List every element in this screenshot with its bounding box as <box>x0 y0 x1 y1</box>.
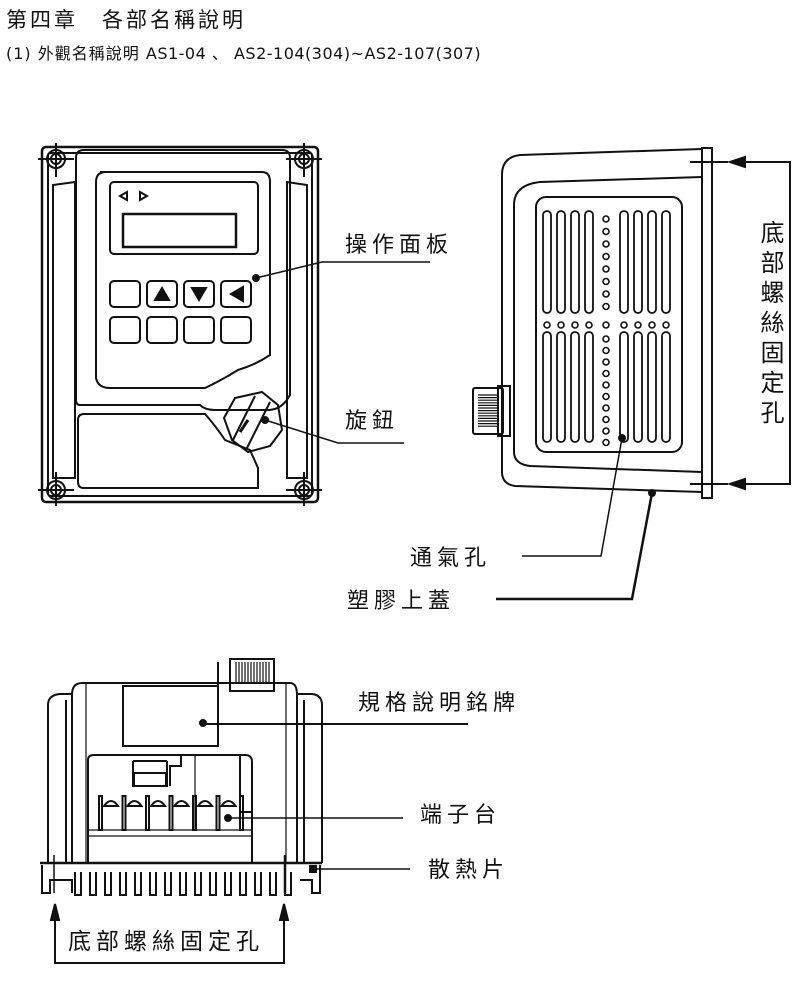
side-view-drawing <box>472 147 791 601</box>
callout-line-plastic-cover <box>496 492 654 601</box>
label-operation-panel: 操作面板 <box>345 233 454 258</box>
section-heading: (1) 外觀名稱說明 AS1-04 、 AS2-104(304)~AS2-107… <box>6 40 481 64</box>
vent-hole <box>602 302 610 311</box>
key-blank[interactable] <box>146 316 178 344</box>
terminal-block-drawing <box>98 795 244 831</box>
bottom-view-drawing <box>40 658 468 964</box>
arrow-head-icon <box>49 903 61 921</box>
key-blank[interactable] <box>220 316 252 344</box>
label-heat-sink: 散熱片 <box>428 858 510 883</box>
callout-line-vent-holes <box>522 437 623 557</box>
vent-hole <box>602 369 610 378</box>
key-blank[interactable] <box>109 280 141 308</box>
vent-hole <box>634 321 642 329</box>
vent-hole <box>602 265 610 273</box>
vent-hole <box>602 321 610 329</box>
key-blank[interactable] <box>109 316 141 344</box>
vent-hole <box>602 346 610 355</box>
terminal-separator <box>145 795 150 831</box>
left-arrow-icon <box>229 285 244 303</box>
section-number: (1) <box>6 44 32 63</box>
label-terminal-block: 端子台 <box>420 803 502 828</box>
label-nameplate: 規格說明銘牌 <box>358 691 521 716</box>
nameplate-drawing <box>122 685 219 747</box>
vent-slots <box>542 210 671 443</box>
corner-screw-icon <box>286 472 322 506</box>
vent-hole <box>543 321 551 329</box>
vent-hole <box>620 321 628 329</box>
terminal-separator <box>121 795 127 831</box>
label-vent-holes: 通氣孔 <box>410 546 492 571</box>
vent-hole <box>602 252 610 261</box>
section-title: 外觀名稱說明 <box>37 44 140 63</box>
label-side-mounting-holes: 底部螺絲固定孔 <box>756 220 784 430</box>
vent-holes <box>543 215 670 447</box>
vent-hole <box>602 381 610 389</box>
callout-line-knob <box>264 419 404 444</box>
right-indicator-icon <box>139 190 150 202</box>
callout-dot <box>309 865 317 873</box>
terminal-separator <box>215 795 221 831</box>
knob-side-drawing <box>472 385 511 437</box>
vent-hole <box>648 321 656 329</box>
vent-hole <box>602 290 610 298</box>
arrow-head-icon <box>278 903 290 921</box>
label-knob: 旋鈕 <box>345 409 400 434</box>
vent-hole <box>602 277 610 286</box>
down-arrow-icon <box>190 287 208 302</box>
vent-hole <box>585 321 593 329</box>
front-view-drawing <box>38 143 430 506</box>
knob-drawing <box>222 390 284 454</box>
vent-hole <box>571 321 579 329</box>
key-blank[interactable] <box>183 316 215 344</box>
chapter-title: 第四章 各部名稱說明 <box>6 8 246 32</box>
vent-hole <box>662 321 670 329</box>
key-left[interactable] <box>220 280 252 308</box>
key-up[interactable] <box>146 280 178 308</box>
vent-hole <box>602 240 610 248</box>
callout-line-operation-panel <box>255 261 430 279</box>
heat-sink-fins <box>41 865 321 896</box>
key-down[interactable] <box>183 280 215 308</box>
arrow-head-icon <box>726 477 746 491</box>
vent-hole <box>602 438 610 447</box>
model-list: AS1-04 、 AS2-104(304)~AS2-107(307) <box>145 44 482 63</box>
vent-hole <box>602 215 610 223</box>
corner-screw-icon <box>38 143 74 177</box>
label-plastic-cover: 塑膠上蓋 <box>347 589 456 614</box>
vent-hole <box>602 415 610 424</box>
terminal-separator <box>98 795 103 831</box>
up-arrow-icon <box>153 286 171 301</box>
label-bottom-mounting-holes: 底部螺絲固定孔 <box>68 929 264 955</box>
terminal-separator <box>168 795 174 831</box>
arrow-head-icon <box>726 155 746 169</box>
vent-hole <box>602 227 610 236</box>
vent-hole <box>602 404 610 412</box>
vent-hole <box>602 335 610 343</box>
vent-hole <box>557 321 565 329</box>
vent-hole <box>602 358 610 366</box>
vent-hole <box>602 392 610 401</box>
corner-screw-icon <box>286 143 322 177</box>
left-indicator-icon <box>117 190 128 202</box>
vent-hole <box>602 427 610 435</box>
